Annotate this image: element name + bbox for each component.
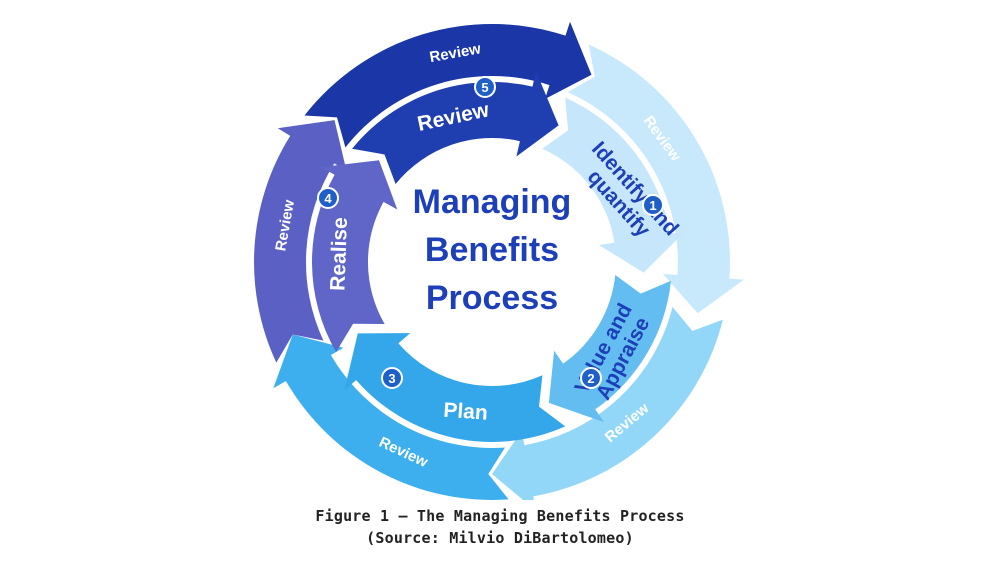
center-title-line-2: Benefits bbox=[425, 231, 559, 269]
stage-3-label-line-1: Plan bbox=[443, 399, 489, 425]
outer-segment-3 bbox=[273, 334, 509, 500]
benefits-cycle-diagram: Managing Benefits Process ReviewReviewRe… bbox=[254, 21, 744, 500]
stage-5-number: 5 bbox=[481, 80, 488, 95]
outer-segment-1 bbox=[567, 44, 744, 314]
stage-4-number: 4 bbox=[324, 191, 332, 206]
outer-segment-2 bbox=[492, 307, 723, 500]
outer-review-ring bbox=[254, 21, 744, 500]
stage-arrow-5 bbox=[352, 71, 559, 184]
stage-4-number-badge: 4 bbox=[317, 187, 339, 209]
figure-caption: Figure 1 – The Managing Benefits Process… bbox=[0, 505, 1000, 549]
center-title: Managing Benefits Process bbox=[413, 183, 572, 317]
stage-arrow-1 bbox=[542, 97, 686, 273]
stage-arrow-2 bbox=[548, 275, 671, 423]
stage-1-number: 1 bbox=[649, 198, 656, 213]
stage-1-number-badge: 1 bbox=[642, 194, 664, 216]
center-title-line-3: Process bbox=[426, 279, 558, 317]
stage-arrow-4 bbox=[311, 160, 398, 352]
stage-4-label-line-1: Realise bbox=[326, 217, 352, 291]
outer-segment-5 bbox=[304, 21, 592, 148]
stage-3-number-badge: 3 bbox=[381, 367, 403, 389]
stage-2-number: 2 bbox=[587, 371, 594, 386]
outer-segment-4 bbox=[254, 120, 347, 363]
center-title-line-1: Managing bbox=[413, 183, 572, 221]
caption-title: Figure 1 – The Managing Benefits Process bbox=[315, 507, 685, 525]
caption-source: (Source: Milvio DiBartolomeo) bbox=[366, 529, 634, 547]
stage-3-number: 3 bbox=[388, 371, 395, 386]
inner-stage-ring bbox=[311, 71, 686, 442]
stage-2-number-badge: 2 bbox=[580, 367, 602, 389]
stage-5-number-badge: 5 bbox=[474, 76, 496, 98]
stage-arrow-3 bbox=[344, 333, 566, 442]
